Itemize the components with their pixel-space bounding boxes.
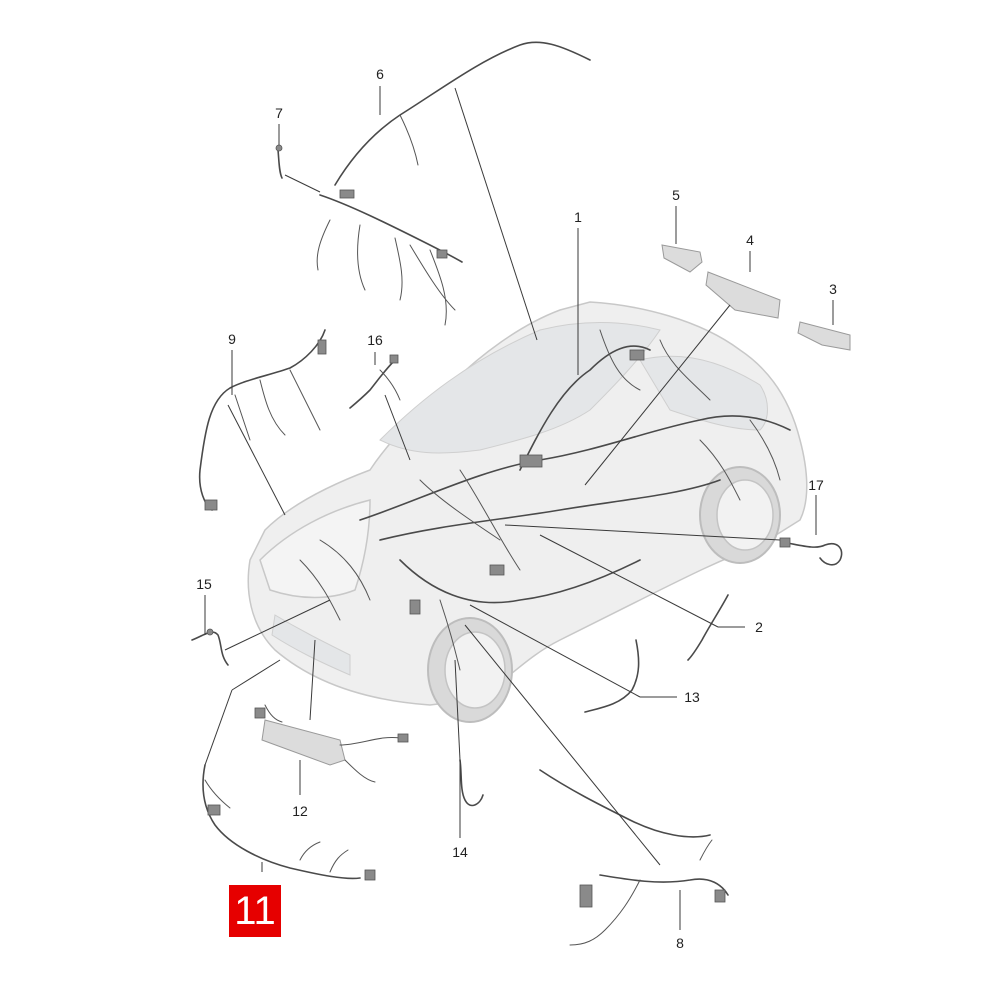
bumper-harness-12 [254, 704, 409, 783]
callout-5: 5 [672, 187, 680, 203]
door-harness-9 [198, 329, 327, 511]
bracket-3 [797, 321, 851, 351]
bracket-4 [705, 271, 781, 319]
harness-2 [687, 594, 729, 661]
callout-9: 9 [228, 331, 236, 347]
callout-17: 17 [808, 477, 824, 493]
harness-11 [202, 764, 376, 881]
main-harness-in-car [299, 329, 791, 671]
sensor-17 [779, 537, 843, 566]
callout-7: 7 [275, 105, 283, 121]
callout-6: 6 [376, 66, 384, 82]
callout-1: 1 [574, 209, 582, 225]
sensor-15 [191, 628, 229, 666]
callout-8: 8 [676, 935, 684, 951]
roof-harness-6 [316, 41, 591, 326]
callout-4: 4 [746, 232, 754, 248]
callout-2: 2 [755, 619, 763, 635]
connector-7 [275, 144, 283, 179]
page-number-badge: 11 [229, 885, 281, 937]
harness-16 [349, 354, 401, 409]
harness-14 [459, 759, 484, 807]
callout-15: 15 [196, 576, 212, 592]
callout-14: 14 [452, 844, 468, 860]
callout-12: 12 [292, 803, 308, 819]
harness-13 [584, 639, 640, 713]
callout-labels: 1 2 3 4 5 6 7 8 9 12 13 14 15 16 17 [196, 66, 837, 951]
car-body [247, 301, 808, 723]
callout-3: 3 [829, 281, 837, 297]
bracket-5 [661, 244, 703, 273]
callout-13: 13 [684, 689, 700, 705]
leader-lines [204, 86, 834, 930]
callout-16: 16 [367, 332, 383, 348]
rear-harness-8 [539, 769, 729, 946]
